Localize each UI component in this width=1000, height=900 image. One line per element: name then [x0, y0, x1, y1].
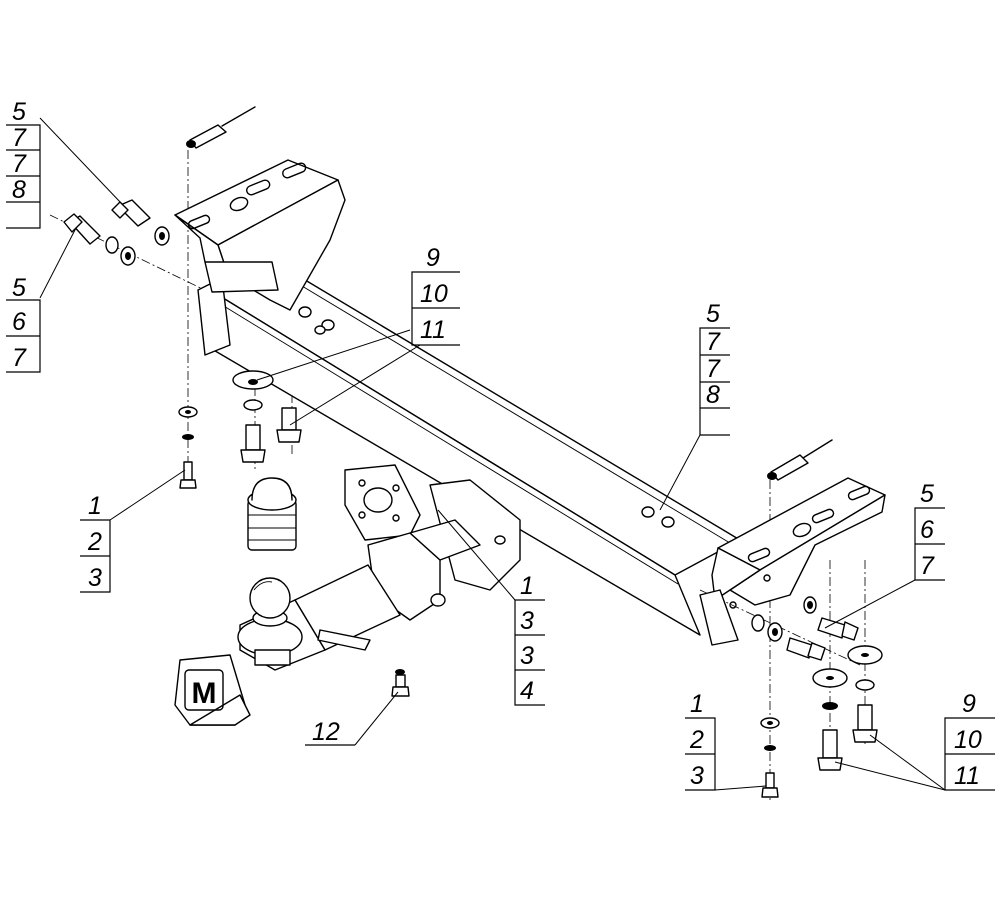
callout-label: 5 — [920, 480, 934, 508]
right-wire-pin — [767, 439, 833, 481]
right-bolt-stack — [751, 596, 859, 661]
logo-plug: M — [174, 654, 251, 726]
main-cross-beam — [204, 261, 741, 636]
callout-label: 10 — [420, 280, 448, 308]
leader-lines — [39, 117, 946, 791]
right-bracket-slots — [747, 485, 871, 563]
callout-top-left-lower: 5 6 7 — [6, 274, 41, 373]
left-bracket-side-bolts — [298, 306, 335, 335]
ball-mount-tongue — [237, 564, 401, 671]
callout-label: 9 — [426, 244, 440, 272]
right-mounting-bracket — [641, 477, 886, 646]
callout-label: 5 — [12, 98, 26, 126]
callout-left-mid: 1 2 3 — [80, 492, 111, 593]
callout-label: 7 — [706, 328, 721, 356]
callout-label: 8 — [12, 176, 26, 204]
left-wire-pin — [186, 106, 256, 149]
callout-top-left-upper: 5 7 7 8 — [6, 98, 41, 229]
callout-label: 7 — [12, 124, 27, 152]
callout-label: 3 — [520, 642, 534, 670]
left-lower-bolt — [63, 213, 136, 266]
left-mounting-bracket — [174, 159, 346, 356]
left-plate-bolts — [232, 370, 302, 463]
left-bracket-slots — [187, 162, 307, 230]
callout-bottom-single: 12 — [305, 718, 355, 746]
callout-label: 2 — [87, 528, 102, 556]
bottom-single-bolt — [391, 669, 410, 697]
callout-label: 7 — [706, 355, 721, 383]
callout-label: 9 — [962, 690, 976, 718]
callout-label: 11 — [954, 762, 980, 790]
callout-label: 1 — [88, 492, 102, 520]
callout-label: 12 — [312, 718, 340, 746]
callout-center-mid: 9 10 11 — [411, 244, 460, 346]
callout-label: 2 — [689, 726, 704, 754]
tow-ball-mounted — [249, 577, 291, 627]
callout-label: 3 — [690, 762, 704, 790]
callout-label: 7 — [12, 344, 27, 372]
right-plate-washers — [812, 645, 883, 771]
callout-label: 8 — [706, 381, 720, 409]
callout-bottom-right-right: 9 10 11 — [944, 690, 995, 791]
left-upper-bolt — [111, 199, 170, 246]
callout-label: 3 — [520, 607, 534, 635]
callout-right-upper: 5 7 7 8 — [699, 300, 730, 436]
callout-right-mid: 5 6 7 — [914, 480, 945, 581]
callout-label: 6 — [920, 516, 934, 544]
callout-bottom-right-left: 1 2 3 — [685, 690, 716, 791]
right-beam-bolts — [641, 506, 675, 528]
callout-label: 7 — [12, 150, 27, 178]
callout-label: 6 — [12, 308, 26, 336]
callout-center-bottom: 1 3 3 4 — [514, 572, 545, 706]
callout-label: 4 — [520, 677, 534, 705]
callout-label: 1 — [690, 690, 704, 718]
tow-ball-cover — [247, 477, 297, 551]
left-vertical-bolt-stack — [178, 406, 198, 489]
callout-label: 5 — [12, 274, 26, 302]
callout-label: 11 — [420, 316, 446, 344]
callout-label: 3 — [88, 564, 102, 592]
callout-label: 1 — [520, 572, 534, 600]
logo-letter: M — [192, 677, 217, 710]
callout-label: 10 — [954, 726, 982, 754]
callout-label: 5 — [706, 300, 720, 328]
right-vertical-bolt-stack — [760, 717, 780, 798]
callout-label: 7 — [920, 552, 935, 580]
